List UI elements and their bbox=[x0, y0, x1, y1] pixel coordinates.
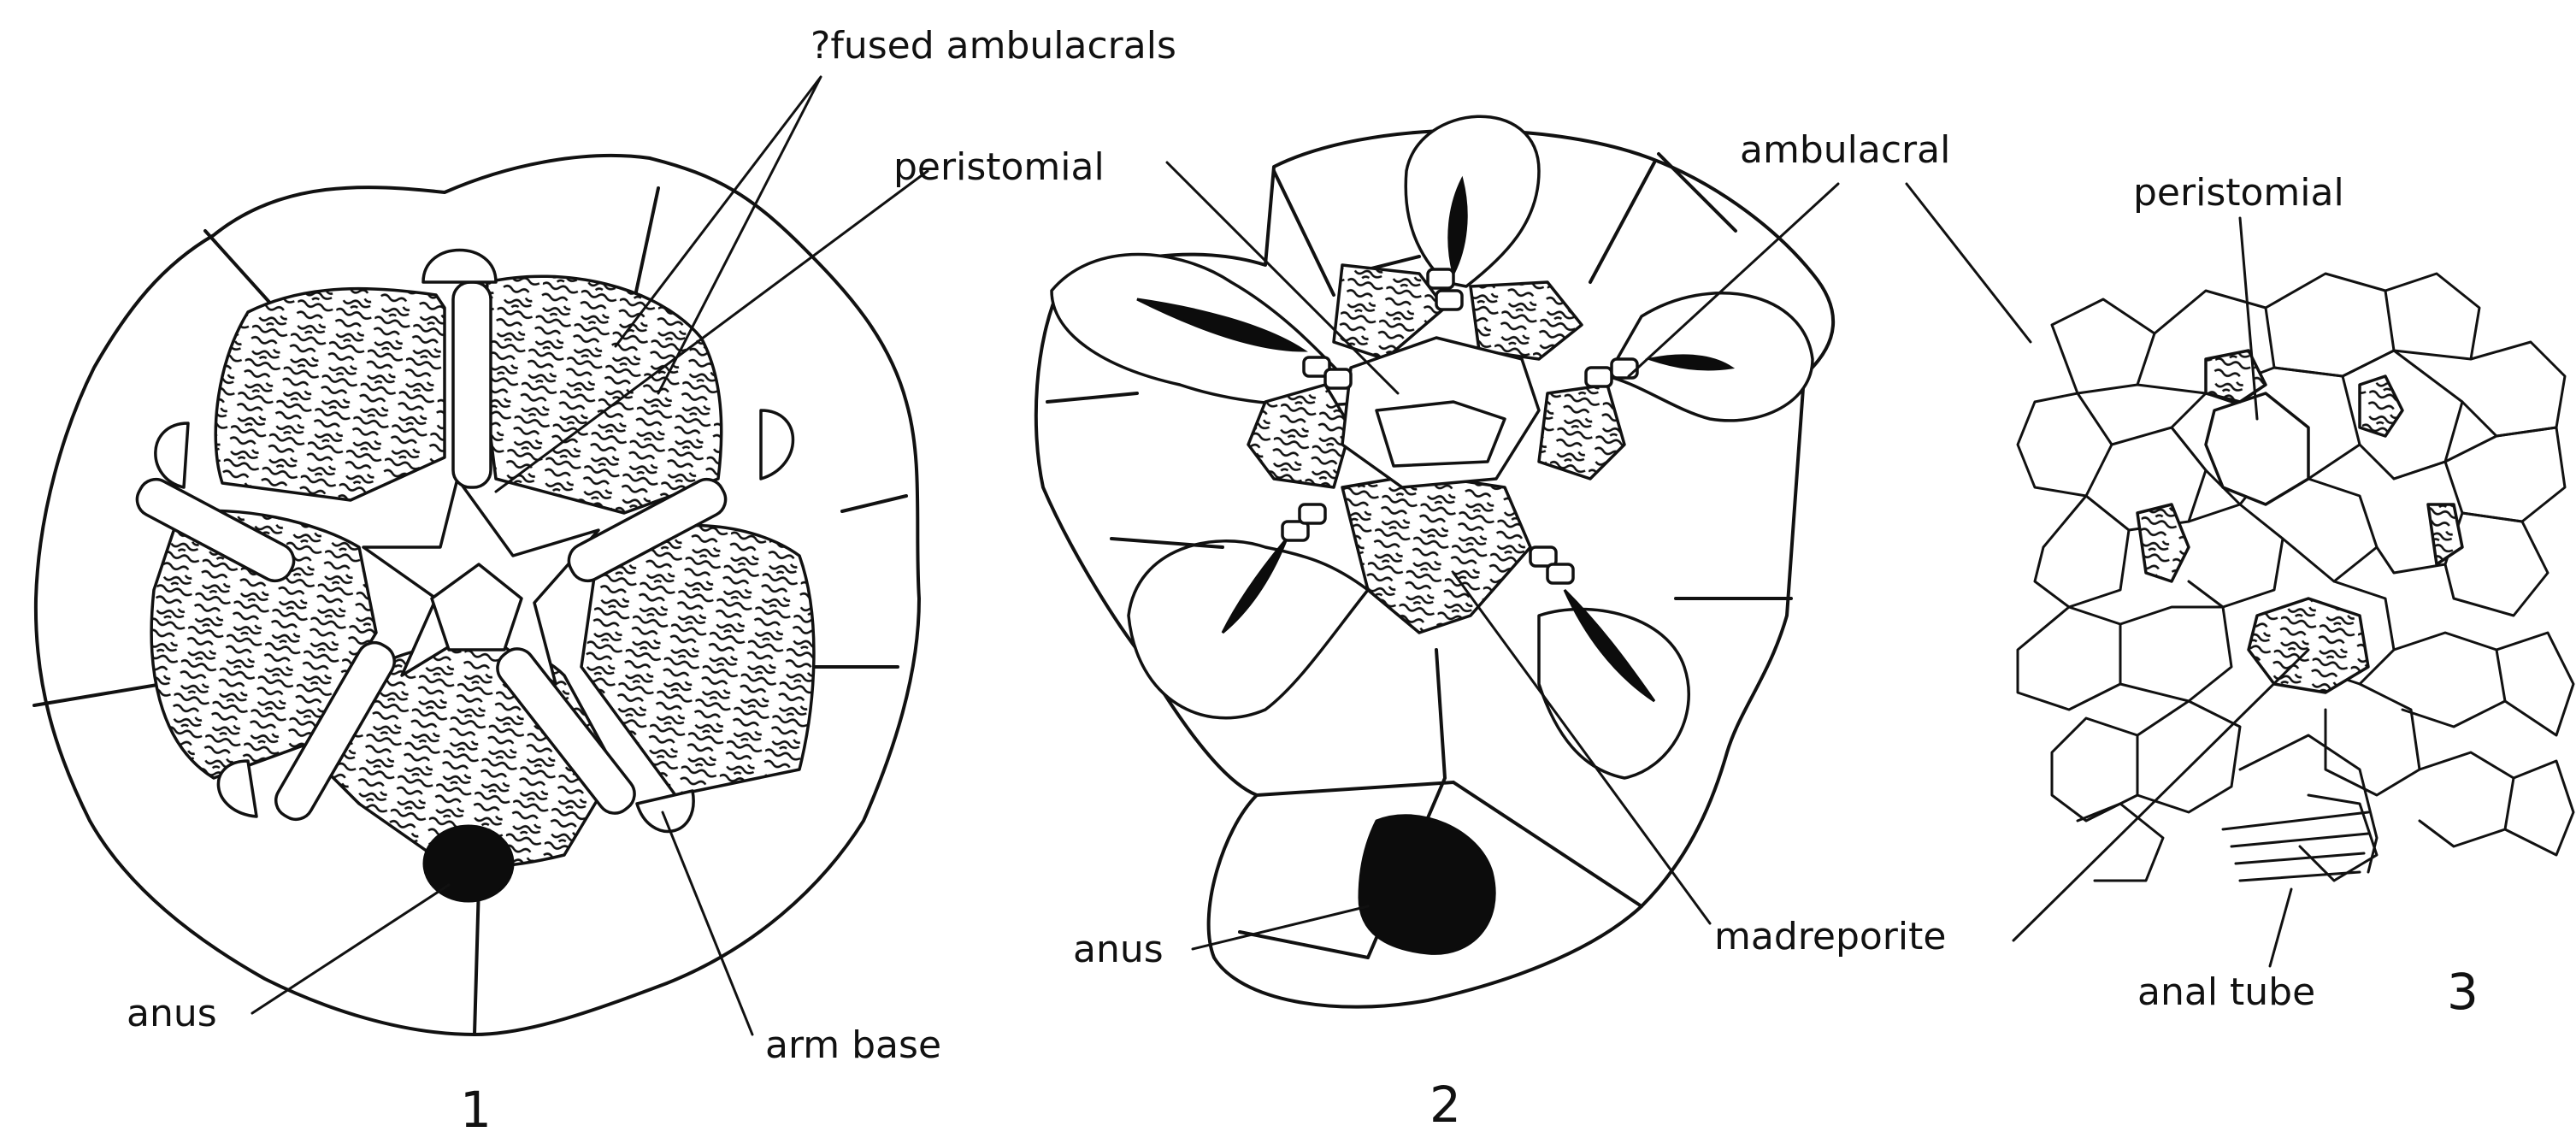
panel-number-3: 3 bbox=[2447, 963, 2479, 1021]
panel-3-leader-ambulacral bbox=[1907, 184, 2031, 342]
panel-2-lobe-lower-right bbox=[1539, 610, 1689, 779]
panel-3 bbox=[1907, 184, 2573, 966]
label-anus-panel-2: anus bbox=[1073, 928, 1164, 971]
label-anus-panel-1: anus bbox=[127, 992, 217, 1035]
panel-3-plate-mosaic bbox=[2018, 274, 2573, 881]
panel-1-plate-upper-right bbox=[483, 276, 722, 513]
label-arm-base: arm base bbox=[765, 1023, 941, 1067]
panel-1-plate-upper-left bbox=[215, 289, 445, 500]
panel-2-lobe-lower-left bbox=[1129, 541, 1368, 718]
panel-3-textured-plate-lower-right bbox=[2428, 504, 2462, 564]
panel-3-textured-plate-right bbox=[2360, 376, 2402, 436]
panel-number-1: 1 bbox=[460, 1081, 492, 1132]
panel-3-anal-tube bbox=[2223, 735, 2377, 881]
panel-1-anus bbox=[424, 826, 513, 901]
panel-1-leader-arm-base bbox=[663, 812, 752, 1035]
panel-3-textured-plate-left bbox=[2137, 504, 2189, 581]
panel-3-madreporite bbox=[2249, 598, 2368, 693]
panel-2 bbox=[1036, 116, 1838, 1006]
panel-2-textured-plate-right bbox=[1539, 385, 1624, 479]
label-madreporite: madreporite bbox=[1714, 915, 1946, 958]
panel-2-leader-anus bbox=[1193, 906, 1368, 949]
label-fused-ambulacrals: ?fused ambulacrals bbox=[811, 24, 1176, 68]
panel-1 bbox=[34, 77, 928, 1035]
label-anal-tube: anal tube bbox=[2137, 970, 2315, 1014]
label-peristomial-panel-3: peristomial bbox=[2133, 171, 2344, 215]
panel-3-leader-anal-tube bbox=[2270, 889, 2291, 966]
panel-2-textured-plate-top-right bbox=[1471, 282, 1582, 359]
panel-number-2: 2 bbox=[1429, 1076, 1461, 1132]
panel-2-lobe-top bbox=[1406, 116, 1539, 286]
panel-2-peristome-inner bbox=[1376, 402, 1505, 466]
panel-2-anus bbox=[1359, 816, 1494, 954]
panel-2-madreporite bbox=[1342, 475, 1530, 633]
panel-2-lobe-right bbox=[1607, 293, 1813, 421]
panel-1-leader-anus bbox=[252, 885, 449, 1013]
panel-3-textured-plate-upper bbox=[2206, 351, 2266, 402]
label-ambulacral: ambulacral bbox=[1740, 128, 1950, 172]
label-peristomial-panel-1: peristomial bbox=[893, 145, 1105, 189]
